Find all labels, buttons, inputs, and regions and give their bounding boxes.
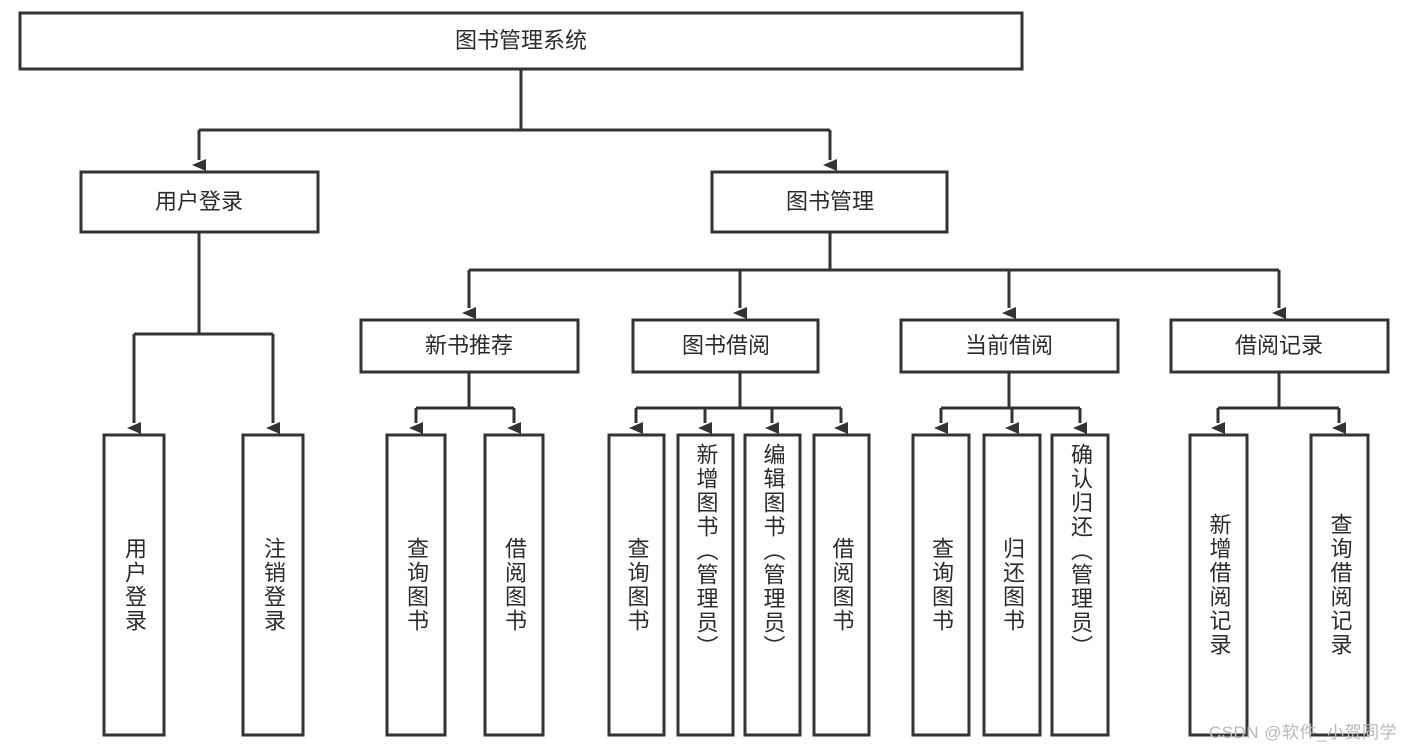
node-book-management-box xyxy=(710,170,949,234)
node-book-management[interactable]: 图书管理 xyxy=(710,170,949,234)
node-borrow-record[interactable]: 借阅记录 xyxy=(1169,318,1390,374)
node-book-borrow[interactable]: 图书借阅 xyxy=(631,318,820,374)
node-user-login-box xyxy=(79,170,320,234)
node-root-box xyxy=(18,11,1024,71)
node-new-book-recommend-label: 新书推荐 xyxy=(425,333,513,358)
node-book-borrow-label: 图书借阅 xyxy=(682,333,770,358)
node-book-management-label: 图书管理 xyxy=(786,189,874,214)
node-root[interactable]: 图书管理系统 xyxy=(18,11,1024,71)
leaf-return-book-box[interactable] xyxy=(982,433,1042,737)
leaf-query-book-current-box[interactable] xyxy=(911,433,971,737)
leaf-boxes xyxy=(102,433,1370,737)
node-user-login[interactable]: 用户登录 xyxy=(79,170,320,234)
node-new-book-recommend-box xyxy=(359,318,580,374)
node-borrow-record-label: 借阅记录 xyxy=(1235,333,1323,358)
leaf-add-book-box[interactable] xyxy=(676,433,735,737)
connector-layer xyxy=(127,69,1346,434)
leaf-query-book-borrow-box[interactable] xyxy=(607,433,666,737)
leaf-user-login-box[interactable] xyxy=(102,433,166,737)
node-borrow-record-box xyxy=(1169,318,1390,374)
leaf-borrow-book-box[interactable] xyxy=(812,433,871,737)
leaf-query-borrow-record-box[interactable] xyxy=(1309,433,1370,737)
node-root-label: 图书管理系统 xyxy=(455,28,587,53)
leaf-user-logout-box[interactable] xyxy=(241,433,305,737)
node-user-login-label: 用户登录 xyxy=(155,189,243,214)
node-current-borrow-box xyxy=(899,318,1120,374)
node-new-book-recommend[interactable]: 新书推荐 xyxy=(359,318,580,374)
leaf-add-borrow-record-box[interactable] xyxy=(1188,433,1249,737)
node-current-borrow-label: 当前借阅 xyxy=(965,333,1053,358)
csdn-watermark: CSDN @软件_小贺同学 xyxy=(1208,723,1397,742)
node-current-borrow[interactable]: 当前借阅 xyxy=(899,318,1120,374)
node-book-borrow-box xyxy=(631,318,820,374)
leaf-borrow-book-recommend-box[interactable] xyxy=(483,433,545,737)
leaf-query-book-recommend-box[interactable] xyxy=(385,433,447,737)
leaf-edit-book-box[interactable] xyxy=(743,433,802,737)
leaf-confirm-return-box[interactable] xyxy=(1050,433,1110,737)
